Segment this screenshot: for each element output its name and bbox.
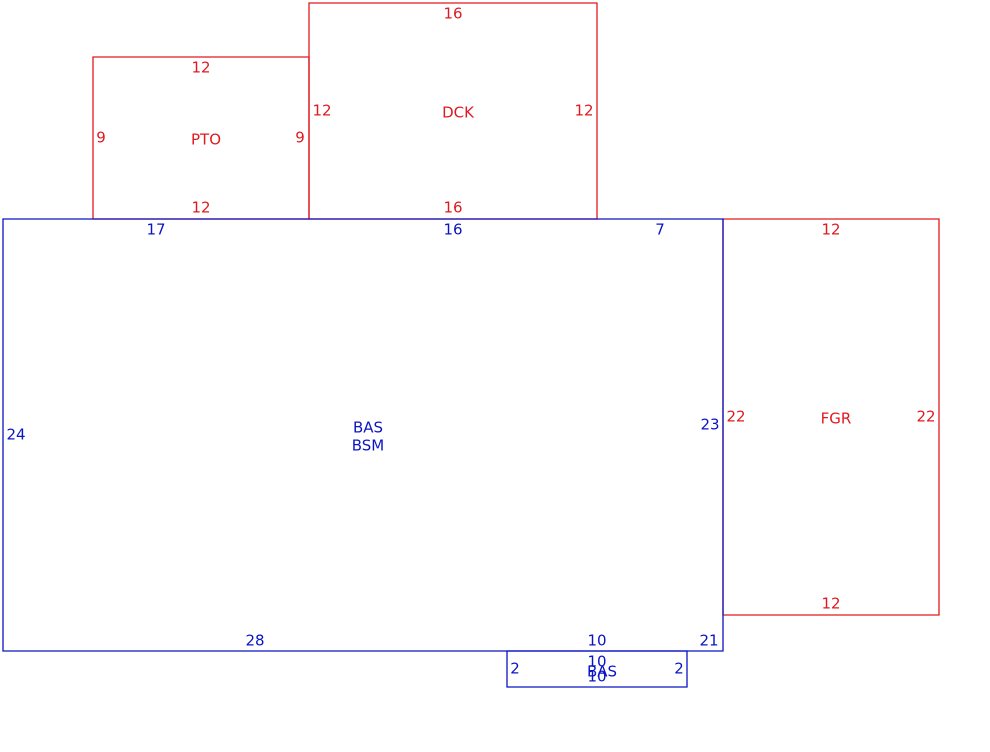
bas-small-area: BAS 10 10 2 2: [506, 650, 688, 688]
bas-dim-bottom-right: 21: [699, 632, 718, 650]
pto-dim-bottom: 12: [191, 199, 210, 217]
bas-small-dim-left: 2: [510, 660, 520, 678]
bas-small-label: BAS: [587, 663, 617, 681]
fgr-dim-top: 12: [821, 221, 840, 239]
bas-label: BAS: [353, 419, 383, 437]
fgr-area: FGR 12 12 22 22: [722, 218, 940, 616]
fgr-dim-right: 22: [916, 408, 935, 426]
dck-dim-bottom: 16: [443, 199, 462, 217]
fgr-label: FGR: [821, 410, 852, 428]
bas-outline: [2, 218, 724, 652]
bas-area: BAS BSM 17 16 7 24 23 28 10 21: [2, 218, 724, 652]
bas-dim-bottom-left: 28: [245, 632, 264, 650]
pto-label: PTO: [191, 131, 221, 149]
fgr-dim-bottom: 12: [821, 595, 840, 613]
fgr-dim-left: 22: [726, 408, 745, 426]
bas-small-dim-right: 2: [674, 660, 684, 678]
bsm-label: BSM: [352, 437, 385, 455]
dck-dim-right: 12: [574, 102, 593, 120]
bas-dim-left: 24: [6, 426, 25, 444]
pto-dim-right: 9: [295, 129, 305, 147]
dck-dim-top: 16: [443, 5, 462, 23]
bas-dim-bottom-mid: 10: [587, 632, 606, 650]
dck-area: DCK 16 16 12 12: [308, 2, 598, 220]
bas-dim-top-mid: 16: [443, 221, 462, 239]
pto-dim-left: 9: [96, 129, 106, 147]
dck-dim-left: 12: [312, 102, 331, 120]
bas-small-dim-top: 10: [587, 653, 606, 671]
pto-dim-top: 12: [191, 59, 210, 77]
bas-dim-top-right: 7: [655, 221, 665, 239]
pto-area: PTO 12 12 9 9: [92, 56, 310, 220]
bas-small-dim-bottom: 10: [587, 668, 606, 686]
dck-label: DCK: [442, 104, 475, 122]
bas-small-outline: [506, 650, 688, 688]
bas-dim-top-left: 17: [146, 221, 165, 239]
bas-dim-right: 23: [700, 416, 719, 434]
